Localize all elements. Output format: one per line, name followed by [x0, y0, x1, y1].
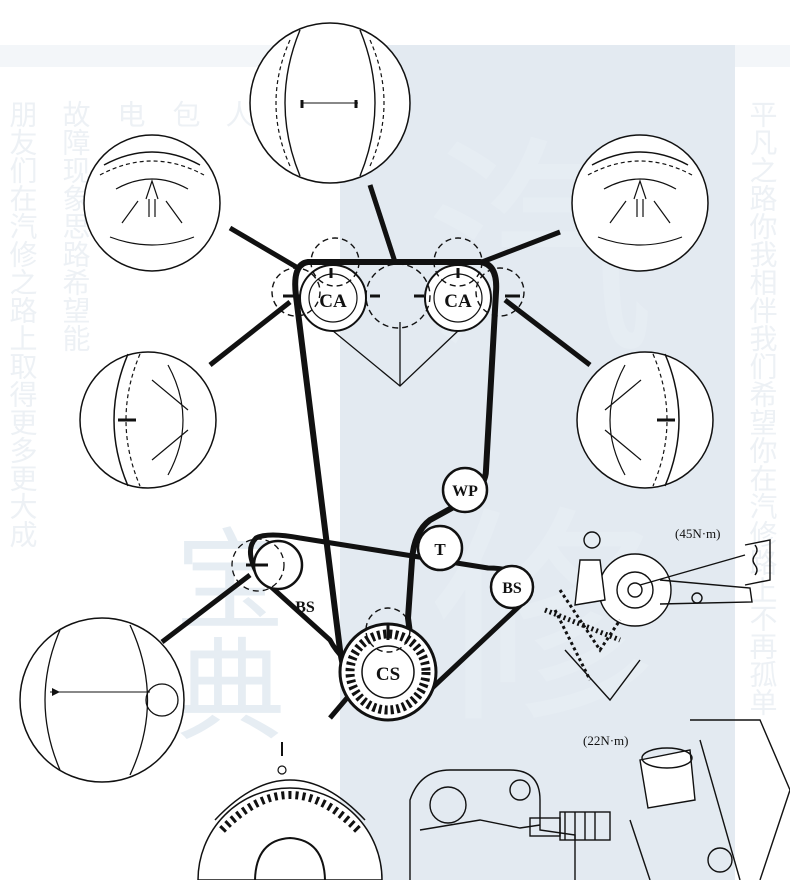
detail-mid-right — [575, 350, 715, 490]
detail-top-center — [249, 22, 411, 184]
camshaft-pulley-right: CA — [424, 264, 492, 332]
detail-lower-center — [197, 742, 383, 880]
torque-22-label: (22N·m) — [583, 733, 629, 748]
balance-shaft-pulley-right: BS — [489, 564, 535, 610]
crankshaft-pulley: CS — [338, 607, 438, 722]
watermark-left-col-5: 人 — [222, 100, 255, 128]
detail-upper-left — [83, 134, 221, 272]
watermark-glyph-4: 典 — [175, 628, 285, 756]
watermark-left-col-2: 故障现象思路希望能 — [59, 100, 92, 352]
detail-lower-left — [19, 617, 185, 783]
ca-left-label: CA — [319, 291, 347, 312]
alignment-circles-top — [271, 237, 525, 329]
water-pump-pulley: WP — [441, 466, 489, 514]
tensioner-pulley: T — [416, 524, 464, 572]
watermark-left-col-4: 包 — [169, 100, 202, 128]
bs-left-label: BS — [295, 599, 315, 616]
t-label: T — [434, 540, 446, 559]
watermark-right-col: 平凡之路你我相伴我们希望你在汽修路上不再孤单 — [746, 100, 779, 716]
cs-label: CS — [376, 664, 400, 685]
watermark-left-col-1: 朋友们在汽修之路上取得更多更大成 — [6, 100, 39, 548]
detail-mid-left — [78, 350, 218, 490]
balance-shaft-pulley-left: BS — [231, 538, 315, 616]
watermark-left-col-3: 电 — [114, 100, 147, 128]
torque-45-label: (45N·m) — [675, 526, 721, 541]
tool-illustration: (22N·m) — [409, 719, 790, 880]
camshaft-pulley-left: CA — [299, 264, 367, 332]
bs-right-label: BS — [502, 580, 522, 597]
detail-upper-right — [571, 134, 709, 272]
tensioner-illustration: (45N·m) — [544, 526, 771, 702]
wp-label: WP — [452, 483, 478, 500]
ca-right-label: CA — [444, 291, 472, 312]
